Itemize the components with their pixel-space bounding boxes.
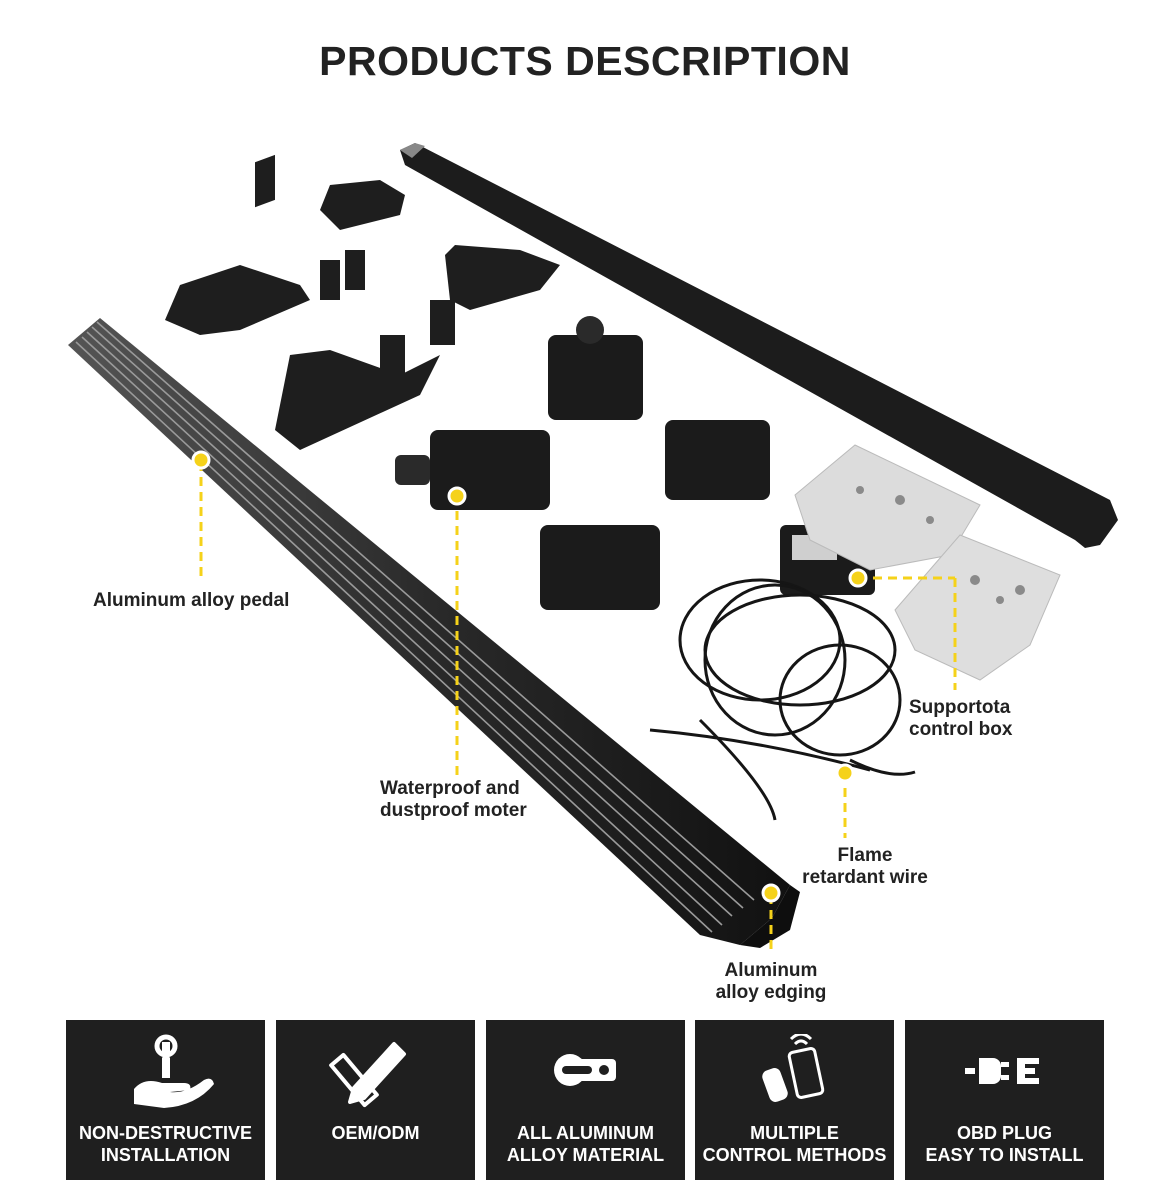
motor-assemblies xyxy=(395,316,770,610)
feature-non-destructive: NON-DESTRUCTIVE INSTALLATION xyxy=(66,1020,265,1180)
feature-strip: NON-DESTRUCTIVE INSTALLATION OEM/ODM xyxy=(66,1020,1106,1180)
wrench-hand-icon xyxy=(134,1034,214,1108)
callout-box-line1: Supportota xyxy=(909,697,1011,718)
callout-edging-line1: Aluminum xyxy=(724,960,818,981)
callout-dots xyxy=(191,450,868,903)
hardware-bags xyxy=(794,444,1061,681)
callout-pedal: Aluminum alloy pedal xyxy=(93,590,290,611)
feature-label: ALL ALUMINUM ALLOY MATERIAL xyxy=(506,1123,665,1165)
callout-motor-line1: Waterproof and xyxy=(380,778,520,799)
page-title: PRODUCTS DESCRIPTION xyxy=(319,38,851,84)
feature-label: OEM/ODM xyxy=(331,1123,420,1143)
feature-label: NON-DESTRUCTIVE INSTALLATION xyxy=(78,1123,252,1165)
pencil-ruler-icon xyxy=(329,1042,406,1108)
feature-oem-odm: OEM/ODM xyxy=(276,1020,475,1180)
callout-control-box: Supportota control box xyxy=(909,697,1012,741)
remote-phone-icon xyxy=(762,1034,825,1102)
callout-edging: Aluminum alloy edging xyxy=(700,960,842,1004)
callout-wire-line2: retardant wire xyxy=(802,867,928,888)
callout-wire-line1: Flame xyxy=(837,845,893,866)
product-illustration xyxy=(68,143,1118,955)
callout-leaders xyxy=(199,462,957,955)
wire-harness xyxy=(649,578,916,821)
callout-motor-line2: dustproof moter xyxy=(380,800,527,821)
callout-box-line2: control box xyxy=(909,719,1013,740)
feature-label: OBD PLUG EASY TO INSTALL xyxy=(925,1123,1084,1165)
feature-control: MULTIPLE CONTROL METHODS xyxy=(695,1020,894,1180)
callout-motor: Waterproof and dustproof moter xyxy=(380,778,527,822)
upper-rail xyxy=(400,143,1118,548)
callout-edging-line2: alloy edging xyxy=(715,982,827,1003)
feature-obd-plug: OBD PLUG EASY TO INSTALL xyxy=(905,1020,1104,1180)
feature-aluminum: ALL ALUMINUM ALLOY MATERIAL xyxy=(486,1020,685,1180)
callout-wire: Flame retardant wire xyxy=(795,845,935,889)
mounting-brackets xyxy=(165,154,560,450)
plug-icon xyxy=(965,1058,1039,1084)
feature-label: MULTIPLE CONTROL METHODS xyxy=(702,1123,887,1165)
aluminum-profile-icon xyxy=(554,1054,616,1086)
aluminum-pedal xyxy=(68,318,800,948)
